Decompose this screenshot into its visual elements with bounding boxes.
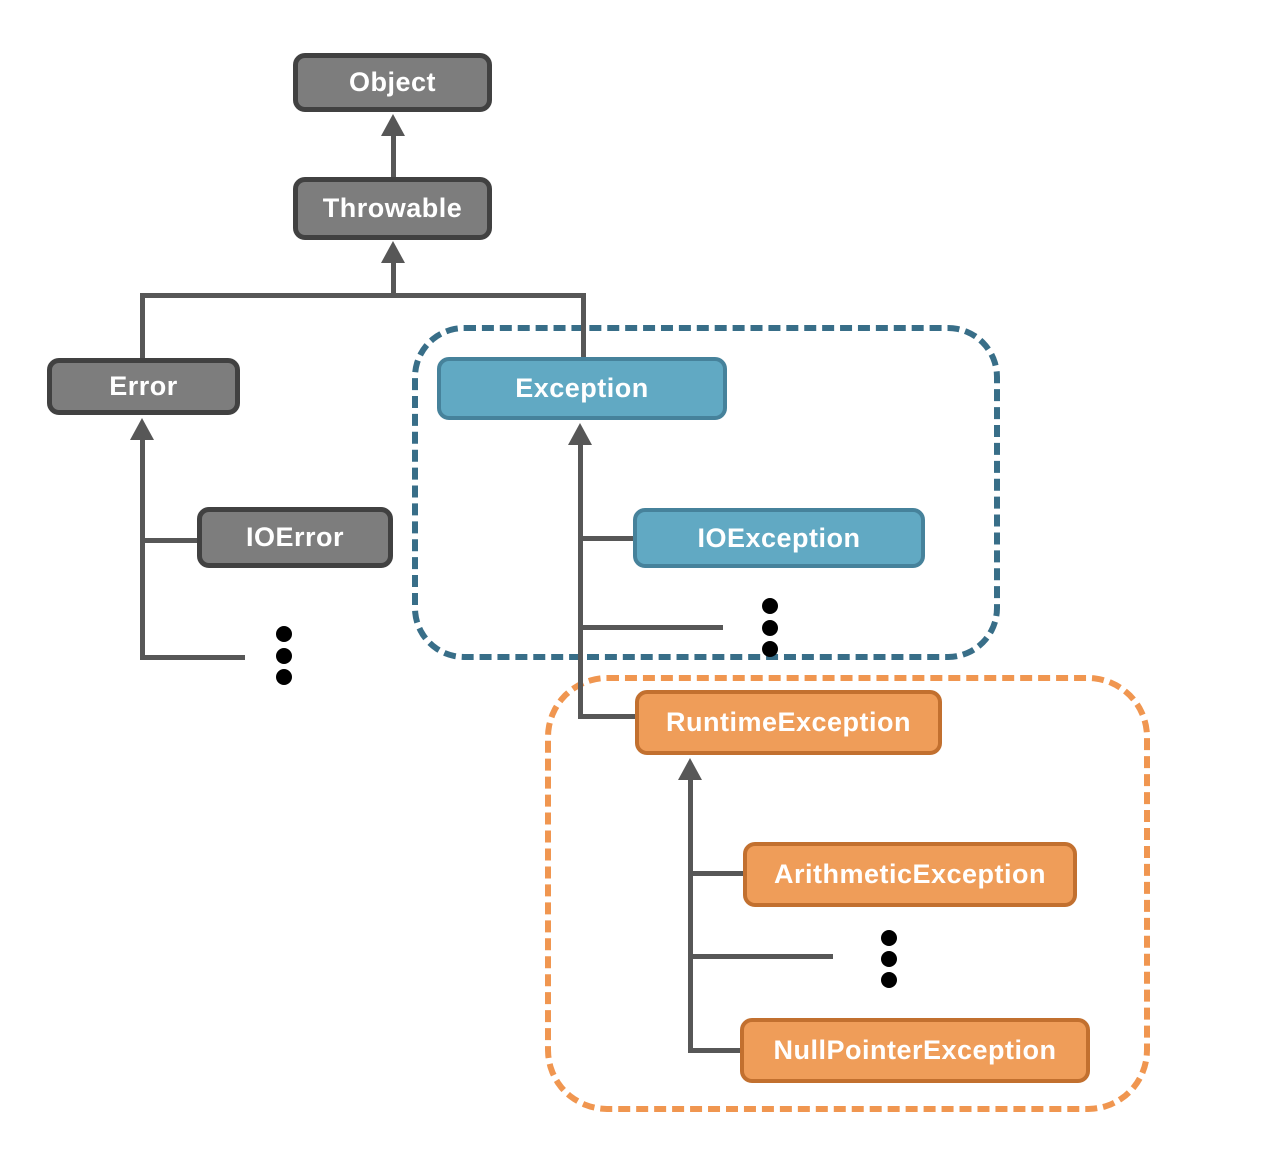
edge-runtime-branch <box>578 714 635 719</box>
arrowhead-up-runtime <box>678 758 702 780</box>
edge-nullpointer-branch <box>688 1048 740 1053</box>
ellipsis-dot <box>276 626 292 642</box>
node-object: Object <box>293 53 492 112</box>
node-exception: Exception <box>437 357 727 420</box>
node-runtime-exception-label: RuntimeException <box>665 707 912 737</box>
node-null-pointer-exception: NullPointerException <box>740 1018 1090 1083</box>
edge-runtime-ellipsis-branch <box>688 954 833 959</box>
node-null-pointer-exception-label: NullPointerException <box>773 1035 1057 1065</box>
arrowhead-up-object <box>381 114 405 136</box>
edge-children-to-throwable <box>391 258 396 298</box>
arrowhead-up-exception <box>568 423 592 445</box>
edge-exception-ellipsis-branch <box>578 625 723 630</box>
runtime-exception-group-outline <box>545 675 1150 1112</box>
ellipsis-dot <box>276 648 292 664</box>
edge-drop-to-error <box>140 293 145 358</box>
edge-throwable-to-object <box>391 132 396 178</box>
ellipsis-dot <box>762 620 778 636</box>
ellipsis-dot <box>762 641 778 657</box>
edge-ioexception-branch <box>578 536 633 541</box>
ellipsis-dot <box>881 930 897 946</box>
node-runtime-exception: RuntimeException <box>635 690 942 755</box>
edge-error-ellipsis-branch <box>140 655 245 660</box>
node-arithmetic-exception-label: ArithmeticException <box>773 859 1047 889</box>
node-object-label: Object <box>348 67 437 97</box>
edge-runtime-trunk <box>688 776 693 1053</box>
node-error-label: Error <box>109 371 178 401</box>
node-throwable-label: Throwable <box>322 193 463 223</box>
node-ioexception-label: IOException <box>697 522 861 553</box>
node-throwable: Throwable <box>293 177 492 240</box>
edge-splitter-horizontal <box>140 293 586 298</box>
node-ioexception: IOException <box>633 508 925 568</box>
node-ioerror: IOError <box>197 507 393 568</box>
node-arithmetic-exception: ArithmeticException <box>743 842 1077 907</box>
node-error: Error <box>47 358 240 415</box>
node-exception-label: Exception <box>515 373 649 403</box>
edge-error-trunk <box>140 436 145 660</box>
node-ioerror-label: IOError <box>245 522 345 552</box>
checked-exception-group-outline <box>412 325 1000 660</box>
edge-drop-to-exception <box>581 293 586 357</box>
ellipsis-dot <box>881 951 897 967</box>
edge-arithmetic-branch <box>688 871 743 876</box>
arrowhead-up-error <box>130 418 154 440</box>
ellipsis-dot <box>762 598 778 614</box>
ellipsis-dot <box>276 669 292 685</box>
edge-exception-trunk <box>578 441 583 719</box>
arrowhead-up-throwable <box>381 241 405 263</box>
edge-ioerror-branch <box>140 538 197 543</box>
ellipsis-dot <box>881 972 897 988</box>
